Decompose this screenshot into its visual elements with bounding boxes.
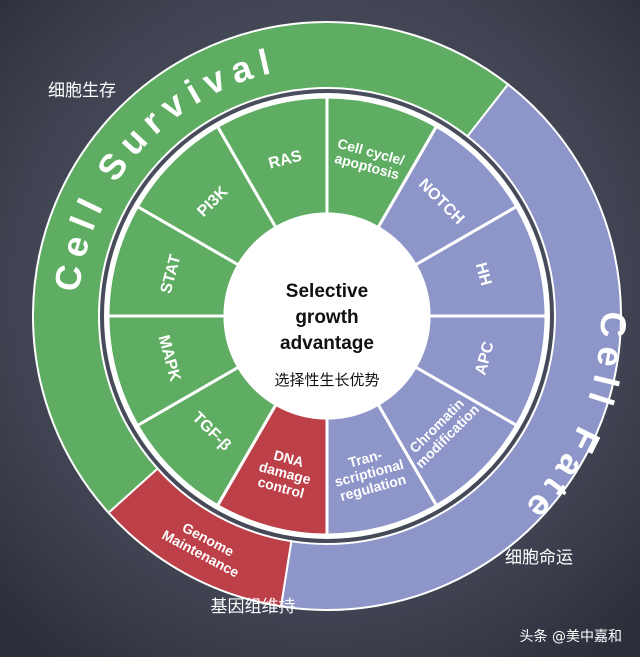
center-circle xyxy=(223,212,431,420)
center-title-line-2: growth xyxy=(295,307,358,328)
segment-label-hh: HH xyxy=(472,261,494,288)
cell-fate-cn-label: 细胞命运 xyxy=(505,548,573,568)
cell-survival-band xyxy=(32,21,510,515)
center-title-line-1: Selective xyxy=(286,281,368,302)
watermark: 头条 @美中嘉和 xyxy=(520,628,622,645)
inner-segments: Cell cycle/apoptosisNOTCHHHAPCChromatinm… xyxy=(104,93,550,539)
center-subtitle: 选择性生长优势 xyxy=(274,371,379,389)
outer-ring xyxy=(32,21,622,611)
center-title-line-3: advantage xyxy=(280,333,374,354)
cell-fate-band xyxy=(279,82,622,611)
genome-maintenance-cn-label: 基因组维持 xyxy=(211,597,296,617)
cell-survival-cn-label: 细胞生存 xyxy=(48,81,116,101)
